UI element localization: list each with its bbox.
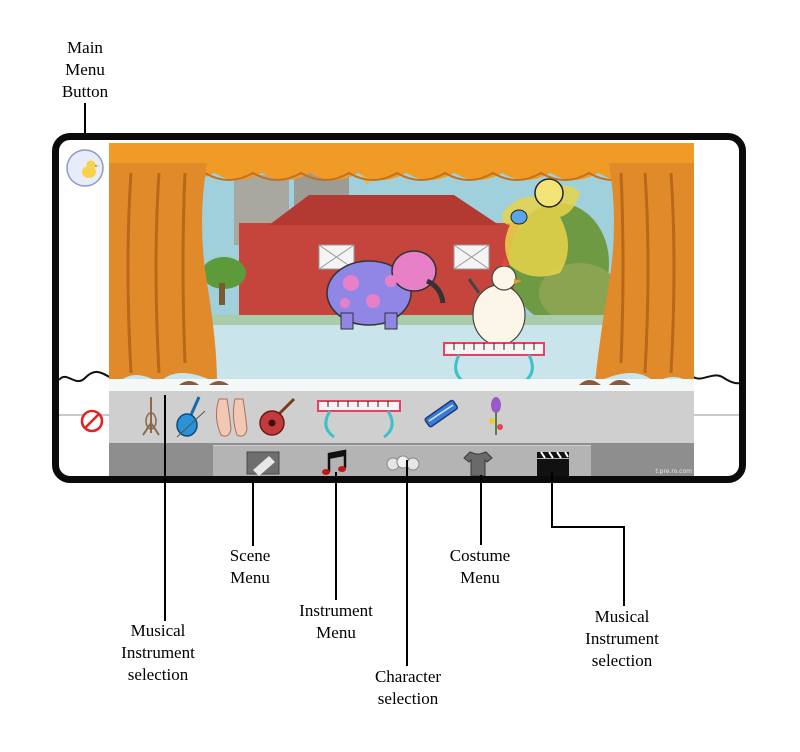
instrument-selection-right-leader-v1 — [551, 472, 553, 528]
left-margin-divider — [59, 371, 111, 383]
keyboard-icon[interactable] — [314, 393, 404, 439]
scene-menu-callout: Scene Menu — [229, 546, 271, 587]
costume-menu-icon[interactable] — [458, 448, 498, 478]
right-margin-divider — [692, 374, 739, 385]
cello-icon[interactable] — [129, 393, 173, 439]
right-margin-line — [694, 414, 739, 416]
scene-menu-leader — [252, 482, 254, 546]
character-selection-leader — [406, 460, 408, 666]
stage: t.pre.ro.com — [109, 143, 694, 478]
scene-menu-icon[interactable] — [243, 448, 283, 478]
costume-menu-leader — [480, 475, 482, 545]
character-selection-callout: Character selection — [374, 667, 442, 708]
maracas-icon[interactable] — [474, 393, 518, 439]
instrument-selection-right-callout: Musical Instrument selection — [585, 607, 659, 670]
violin-icon[interactable] — [169, 393, 213, 439]
menu-bar — [213, 445, 591, 478]
watermark: t.pre.ro.com — [655, 468, 692, 475]
harmonica-icon[interactable] — [419, 393, 463, 439]
guitar-icon[interactable] — [254, 393, 298, 439]
instrument-menu-leader — [335, 472, 337, 600]
instrument-selection-right-leader-h — [551, 526, 625, 528]
instrument-selection-right-leader-v2 — [623, 526, 625, 606]
instrument-menu-callout: Instrument Menu — [299, 601, 373, 642]
stage-scene — [109, 143, 694, 476]
instrument-menu-icon[interactable] — [315, 448, 355, 478]
main-menu-leader — [84, 103, 86, 151]
instrument-tray — [109, 391, 694, 443]
main-menu-callout: Main Menu Button — [61, 38, 109, 101]
instrument-selection-left-callout: Musical Instrument selection — [121, 621, 195, 684]
ballet-shoes-icon[interactable] — [209, 393, 253, 439]
character-menu-icon[interactable] — [383, 448, 423, 478]
clapperboard-icon[interactable] — [533, 448, 573, 478]
costume-menu-callout: Costume Menu — [449, 546, 511, 587]
main-menu-button[interactable] — [65, 148, 105, 188]
app-window: t.pre.ro.com — [52, 133, 746, 483]
instrument-selection-left-leader — [164, 395, 166, 621]
remove-item-button[interactable] — [79, 408, 105, 434]
